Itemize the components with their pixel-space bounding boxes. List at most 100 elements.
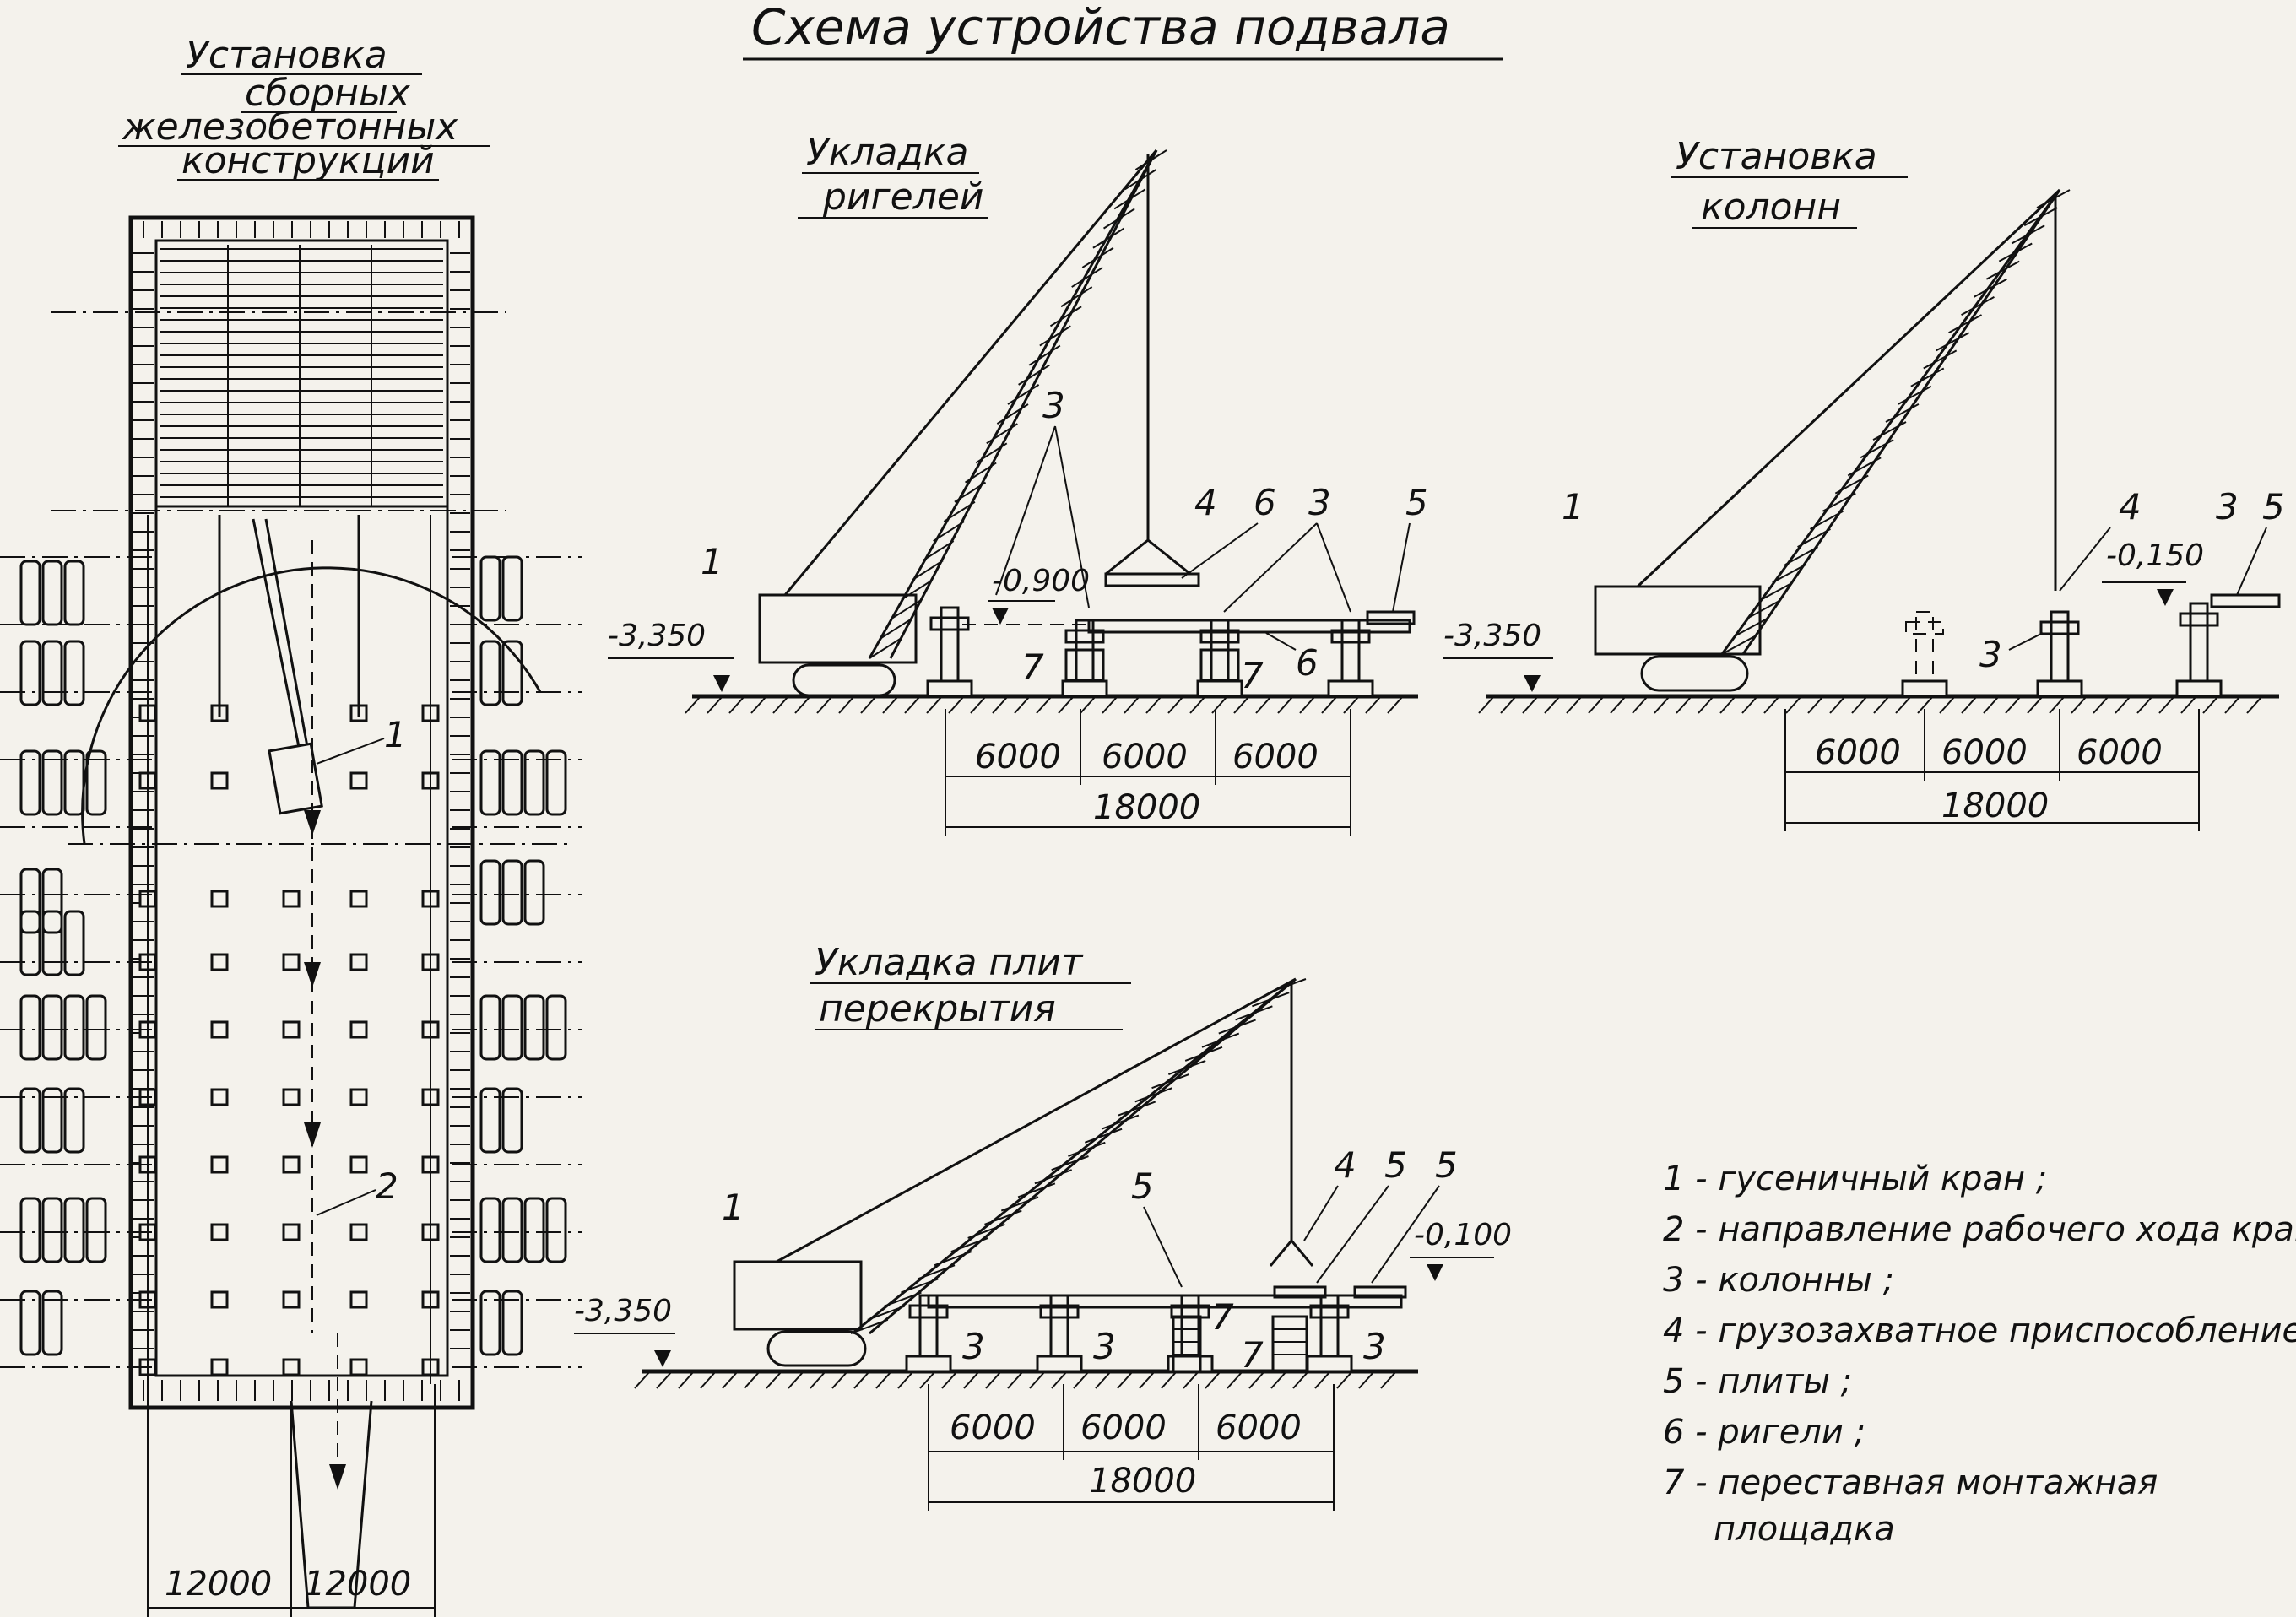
ground-hatch bbox=[1676, 695, 1692, 714]
ground-hatch bbox=[2202, 695, 2219, 714]
ground-hatch bbox=[2005, 695, 2022, 714]
ground-hatch bbox=[707, 695, 723, 714]
ground-hatch bbox=[1336, 1371, 1353, 1389]
stored-element bbox=[19, 749, 41, 816]
beams-title-line-2: ригелей bbox=[822, 176, 984, 219]
column-cap bbox=[1064, 629, 1105, 644]
ground-hatch bbox=[750, 695, 767, 714]
stored-element bbox=[19, 560, 41, 626]
ground-hatch bbox=[1983, 695, 2000, 714]
legend: 1 - гусеничный кран ; 2 - направление ра… bbox=[1663, 1160, 2296, 1549]
slabs-callout-4: 4 bbox=[1334, 1144, 1356, 1186]
boom-lattice bbox=[1822, 492, 1856, 512]
boom-lattice bbox=[1051, 1155, 1089, 1171]
ground-hatch bbox=[2027, 695, 2044, 714]
stored-element bbox=[479, 555, 501, 622]
column-footing bbox=[2036, 679, 2083, 698]
ground-hatch bbox=[948, 695, 965, 714]
columns-dim-3: 6000 bbox=[2077, 733, 2163, 772]
plan-column bbox=[210, 890, 229, 908]
ground-hatch bbox=[1036, 695, 1053, 714]
columns-dim-total: 18000 bbox=[1941, 787, 2049, 825]
column-footing bbox=[1306, 1355, 1353, 1373]
ground-hatch bbox=[1358, 1371, 1375, 1389]
boom-lattice bbox=[1872, 421, 1907, 441]
ground-hatch bbox=[1763, 695, 1780, 714]
boom-lattice bbox=[1809, 510, 1844, 530]
ground-hatch bbox=[1277, 695, 1294, 714]
boom-lattice bbox=[1000, 1196, 1039, 1212]
plan-column bbox=[210, 1155, 229, 1174]
ground-hatch bbox=[656, 1371, 673, 1389]
ground-hatch bbox=[1544, 695, 1561, 714]
slabs-crane bbox=[733, 977, 1314, 1367]
ground-hatch bbox=[1124, 695, 1140, 714]
plan-column bbox=[210, 1290, 229, 1309]
boom-lattice bbox=[1039, 325, 1071, 347]
ground-hatch bbox=[1117, 1371, 1134, 1389]
boom-lattice bbox=[1007, 384, 1040, 405]
scaffold bbox=[1064, 648, 1105, 682]
stored-element bbox=[501, 859, 523, 926]
ground-hatch bbox=[1851, 695, 1868, 714]
section-columns: Установка колонн -3,350 -0,150 1 4 3 5 3 bbox=[1443, 135, 2285, 831]
beams-dim-1: 6000 bbox=[975, 738, 1061, 776]
stored-element bbox=[545, 1197, 567, 1263]
slabs-dim-3: 6000 bbox=[1216, 1409, 1302, 1447]
stored-element bbox=[41, 640, 63, 706]
boom-lattice bbox=[1948, 314, 1983, 334]
boom-lattice bbox=[1081, 246, 1114, 268]
columns-title-line-1: Установка bbox=[1676, 135, 1877, 178]
boom-lattice bbox=[1034, 1169, 1073, 1185]
ground-hatch bbox=[772, 695, 789, 714]
ground-hatch bbox=[1917, 695, 1934, 714]
stored-element bbox=[63, 640, 85, 706]
plan-dim-right: 12000 bbox=[304, 1565, 411, 1603]
stored-element bbox=[63, 994, 85, 1061]
plan-column bbox=[210, 1358, 229, 1376]
stored-element bbox=[479, 749, 501, 816]
legend-item-1: 1 - гусеничный кран ; bbox=[1663, 1160, 2047, 1198]
boom-lattice bbox=[986, 423, 1018, 445]
boom-lattice bbox=[967, 1223, 1005, 1239]
ground-hatch bbox=[875, 1371, 892, 1389]
boom-lattice bbox=[1910, 367, 1945, 387]
stored-element bbox=[41, 1197, 63, 1263]
ground-hatch bbox=[2136, 695, 2153, 714]
slabs-callout-5b: 5 bbox=[1384, 1144, 1407, 1186]
boom-lattice bbox=[1721, 635, 1756, 655]
stored-element bbox=[523, 1197, 545, 1263]
plan-column bbox=[282, 1223, 301, 1241]
ground-hatch bbox=[838, 695, 855, 714]
stored-element bbox=[41, 1087, 63, 1154]
legend-item-7-cont: площадка bbox=[1714, 1510, 1895, 1549]
plan-dim-left: 12000 bbox=[165, 1565, 272, 1603]
ground-hatch bbox=[816, 695, 833, 714]
ground-hatch bbox=[1205, 1371, 1221, 1389]
ground-hatch bbox=[1270, 1371, 1287, 1389]
stored-element bbox=[63, 749, 85, 816]
boom-lattice bbox=[1049, 306, 1082, 327]
plan-column bbox=[349, 1223, 368, 1241]
slabs-callout-1: 1 bbox=[722, 1187, 745, 1228]
stored-element bbox=[479, 1197, 501, 1263]
stored-element bbox=[19, 910, 41, 976]
plan-storage-left bbox=[19, 560, 107, 1356]
column-cap bbox=[1330, 629, 1371, 644]
boom-lattice bbox=[943, 500, 976, 522]
boom-lattice bbox=[1860, 439, 1894, 459]
ground-hatch bbox=[1807, 695, 1824, 714]
stored-element bbox=[41, 910, 63, 976]
stored-element bbox=[63, 1197, 85, 1263]
column-footing bbox=[1167, 1355, 1214, 1373]
stored-element bbox=[63, 560, 85, 626]
boom-lattice bbox=[954, 481, 987, 503]
column-footing bbox=[1196, 679, 1243, 698]
stored-element bbox=[501, 1290, 523, 1356]
ground-hatch bbox=[685, 695, 701, 714]
section-column bbox=[2189, 602, 2209, 683]
ground-hatch bbox=[700, 1371, 717, 1389]
stored-element bbox=[19, 1087, 41, 1154]
boom-lattice bbox=[901, 579, 933, 601]
ground-hatch bbox=[1007, 1371, 1024, 1389]
